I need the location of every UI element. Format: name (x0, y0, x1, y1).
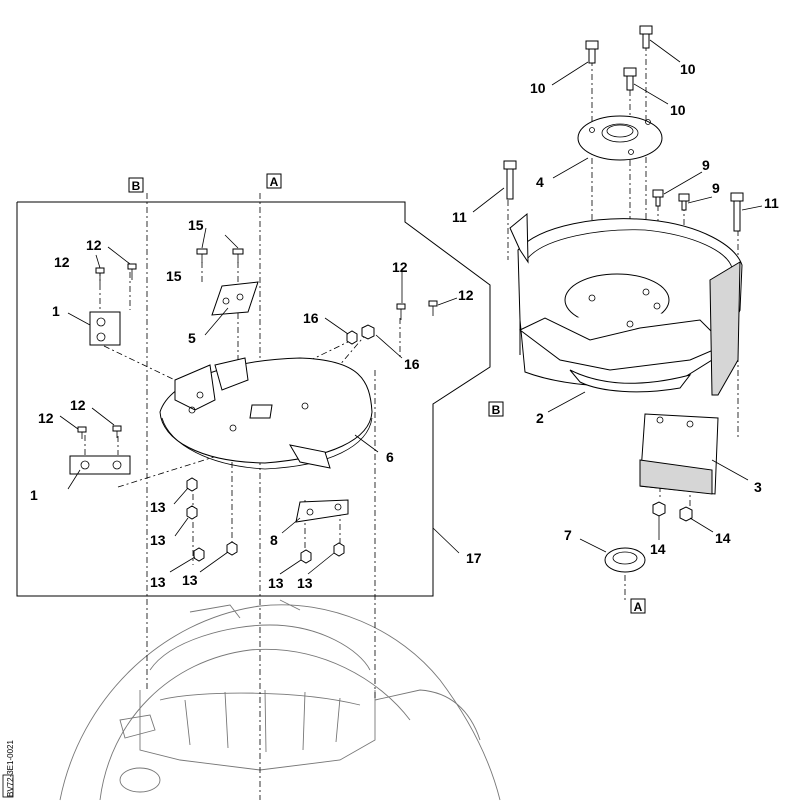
screws-12-15-left (77, 248, 438, 439)
plate-8 (295, 499, 349, 523)
callout-10: 10 (530, 80, 546, 96)
callout-13: 13 (150, 574, 166, 590)
ref-box-b-top: B (128, 177, 144, 193)
disc-4 (577, 115, 663, 161)
blade-plate-6 (159, 357, 373, 470)
callout-12: 12 (458, 287, 474, 303)
callout-11: 11 (452, 209, 467, 225)
svg-text:A: A (270, 175, 279, 189)
ref-box-a-top: A (266, 173, 282, 189)
callout-1: 1 (30, 487, 38, 503)
callout-10: 10 (680, 61, 696, 77)
ref-box-b-side: B (488, 401, 504, 417)
bolts-right (503, 25, 744, 232)
nuts-14 (652, 501, 693, 522)
clip-1-upper (89, 311, 121, 346)
drawing-code: BV72-3E1-0021 (2, 740, 15, 798)
callout-15: 15 (166, 268, 182, 284)
callout-13: 13 (150, 532, 166, 548)
callout-labels: 1 1 2 3 4 5 6 7 8 9 9 10 10 10 11 11 12 … (30, 61, 779, 591)
callout-9: 9 (712, 180, 720, 196)
callout-13: 13 (150, 499, 166, 515)
nuts-13-16-left (186, 324, 375, 564)
callout-14: 14 (650, 541, 666, 557)
bracket-5 (211, 281, 259, 316)
ref-box-a-bottom: A (630, 598, 646, 614)
ring-7 (604, 547, 646, 573)
callout-6: 6 (386, 449, 394, 465)
callout-17: 17 (466, 550, 482, 566)
callout-12: 12 (392, 259, 408, 275)
callout-14: 14 (715, 530, 731, 546)
leader-lines (59, 39, 763, 575)
callout-16: 16 (303, 310, 319, 326)
callout-1: 1 (52, 303, 60, 319)
callout-12: 12 (38, 410, 54, 426)
callout-10: 10 (670, 102, 686, 118)
callout-4: 4 (536, 174, 544, 190)
clip-1-lower (69, 455, 131, 475)
assembly-17-outline (16, 201, 491, 597)
callout-2: 2 (536, 410, 544, 426)
callout-13: 13 (268, 575, 284, 591)
callout-12: 12 (70, 397, 86, 413)
callout-8: 8 (270, 532, 278, 548)
callout-12: 12 (86, 237, 102, 253)
callout-13: 13 (297, 575, 313, 591)
svg-text:BV72-3E1-0021: BV72-3E1-0021 (6, 740, 15, 797)
svg-text:B: B (492, 403, 501, 417)
callout-5: 5 (188, 330, 196, 346)
svg-text:A: A (634, 600, 643, 614)
fan-housing-2 (509, 212, 743, 396)
callout-9: 9 (702, 157, 710, 173)
mower-housing (59, 599, 501, 801)
svg-text:B: B (132, 179, 141, 193)
callout-12: 12 (54, 254, 70, 270)
callout-11: 11 (764, 195, 779, 211)
callout-15: 15 (188, 217, 204, 233)
callout-7: 7 (564, 527, 572, 543)
callout-16: 16 (404, 356, 420, 372)
callout-13: 13 (182, 572, 198, 588)
cover-3 (639, 413, 719, 495)
callout-3: 3 (754, 479, 762, 495)
